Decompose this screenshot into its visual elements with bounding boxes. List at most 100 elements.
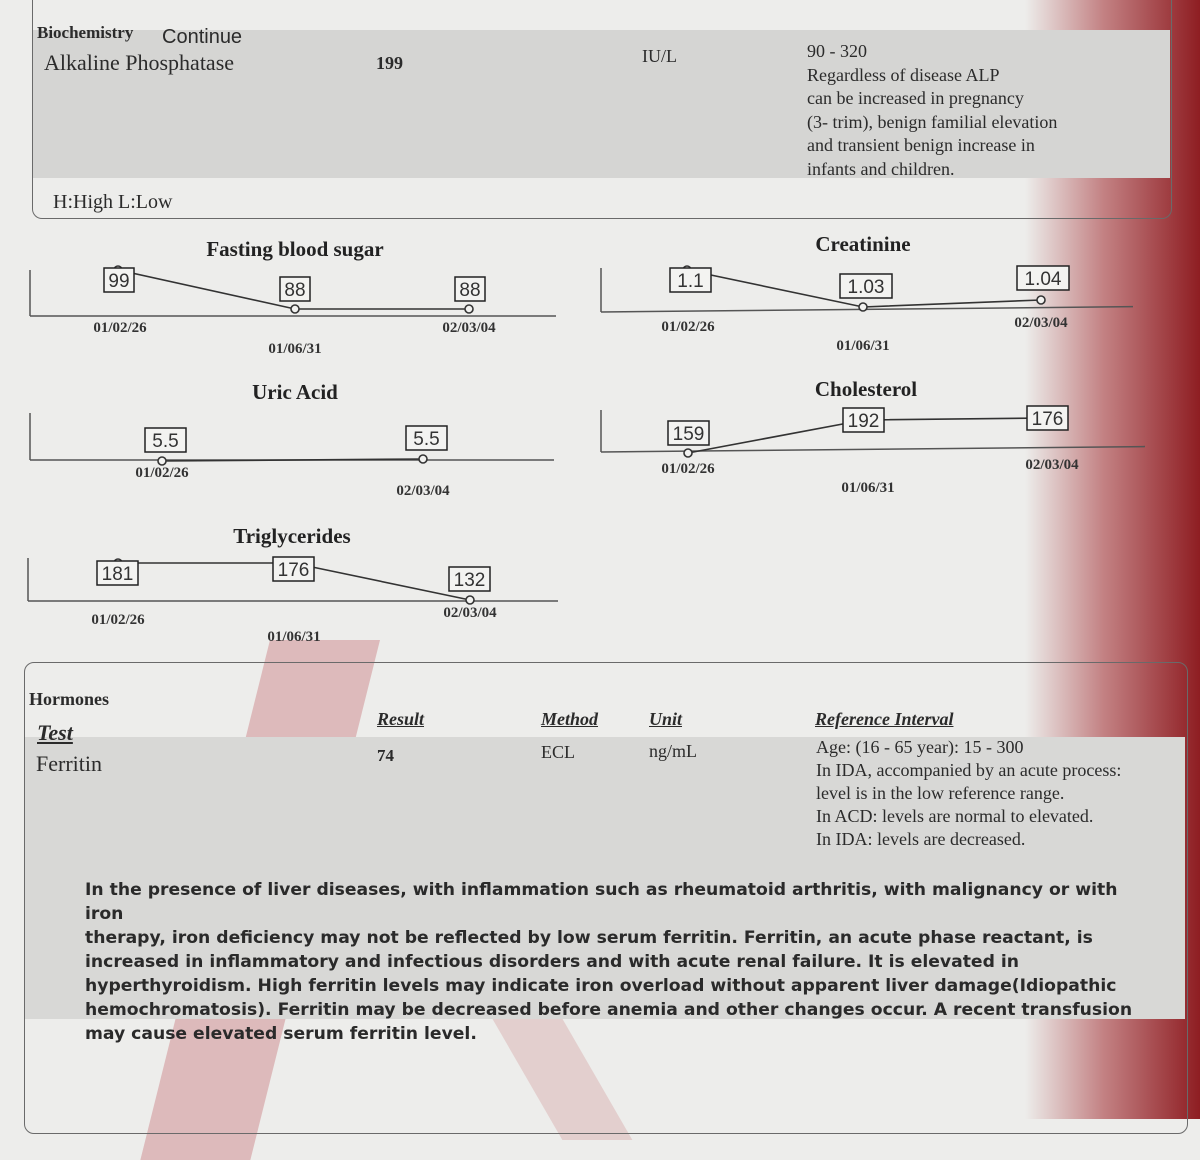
test-name-ferritin: Ferritin [36,751,102,776]
date-label: 02/03/04 [1025,457,1079,473]
value-box: 1.04 [1016,265,1070,291]
value-box: 192 [842,407,885,433]
value-box: 1.03 [839,273,893,299]
hormone-row-background [25,737,1185,1019]
data-value-label: 181 [102,564,134,585]
unit-ferritin: ng/mL [649,741,697,761]
data-value-label: 88 [459,280,480,301]
chart-title: Cholesterol [815,377,917,401]
data-point [418,454,428,464]
chart-title: Uric Acid [252,380,338,404]
note-line: may cause elevated serum ferritin level. [85,1024,477,1044]
value-box-frame [448,566,491,592]
reference-line: level is in the low reference range. [816,783,1065,803]
reference-line: In ACD: levels are normal to elevated. [816,806,1094,826]
data-value-label: 1.1 [677,271,703,292]
value-box-frame [272,556,315,582]
value-box: 176 [272,556,315,582]
flag-legend: H:High L:Low [53,191,173,213]
data-value-label: 1.04 [1025,269,1062,290]
reference-interval-ferritin: Age: (16 - 65 year): 15 - 300 In IDA, ac… [816,736,1121,851]
value-box-frame [405,425,448,451]
note-line: hyperthyroidism. High ferritin levels ma… [85,976,1117,996]
chart-title: Fasting blood sugar [206,237,383,261]
date-label: 02/03/04 [1014,315,1068,331]
date-label: 02/03/04 [443,605,497,621]
data-value-label: 176 [1032,409,1064,430]
date-label: 01/06/31 [836,338,889,354]
value-box: 132 [448,566,491,592]
reference-line: and transient benign increase in [807,135,1035,155]
note-line: therapy, iron deficiency may not be refl… [85,928,1093,948]
value-box-frame [103,267,135,293]
section-title-hormones: Hormones [29,689,109,709]
data-point [858,302,868,312]
value-box: 5.5 [405,425,448,451]
section-title-biochemistry: Biochemistry [37,23,134,42]
data-value-label: 99 [108,271,129,292]
chart-fasting-blood-sugar: Fasting blood sugar 99 01/02/26 88 01/06/31 8… [29,237,556,357]
test-name-alp: Alkaline Phosphatase [44,50,235,75]
data-value-label: 159 [673,424,705,445]
chart-x-axis [600,445,1146,453]
result-row-background [33,30,1170,178]
note-line: In the presence of liver diseases, with … [85,880,1118,924]
data-point [290,304,300,314]
data-value-label: 88 [284,280,305,301]
reference-line: can be increased in pregnancy [807,88,1024,108]
value-box-frame [669,267,712,293]
data-value-label: 132 [454,570,486,591]
value-box-frame [667,420,710,446]
value-box: 176 [1026,405,1069,431]
chart-title: Creatinine [815,232,910,256]
date-label: 01/06/31 [268,341,321,357]
result-value-alp: 199 [376,53,403,73]
value-box: 88 [454,276,486,302]
note-line: increased in inflammatory and infectious… [85,952,1019,972]
date-label: 01/02/26 [93,320,147,336]
data-point [683,448,693,458]
reference-line: infants and children. [807,158,955,179]
unit-alp: IU/L [642,46,677,66]
date-label: 01/02/26 [661,319,715,335]
date-label: 01/02/26 [135,465,189,481]
value-box-frame [454,276,486,302]
method-ferritin: ECL [541,742,575,762]
data-value-label: 5.5 [413,429,439,450]
chart-creatinine: Creatinine 1.1 01/02/26 1.03 01/06/31 1.04 02/… [600,232,1134,354]
date-label: 01/06/31 [267,629,320,645]
date-label: 01/06/31 [841,480,894,496]
data-value-label: 192 [848,411,880,432]
note-line: hemochromatosis). Ferritin may be decrea… [85,1000,1133,1020]
chart-cholesterol: Cholesterol 159 01/02/26 192 01/06/31 176 02/0… [600,377,1146,496]
column-header-test: Test [37,720,73,745]
value-box-frame [279,276,311,302]
value-box-frame [839,273,893,299]
data-point [465,595,475,605]
data-value-label: 5.5 [152,431,178,452]
trend-line [161,458,424,462]
data-point [1036,295,1046,305]
value-box: 181 [96,560,139,586]
column-header-method: Method [541,709,599,729]
data-point [157,456,167,466]
continue-label: Continue [162,26,243,48]
value-box: 5.5 [144,427,187,453]
value-box-frame [96,560,139,586]
biochemistry-panel [32,0,1172,219]
trend-charts: Fasting blood sugar 99 01/02/26 88 01/06/31 8… [27,232,1146,645]
data-point [464,304,474,314]
value-box: 88 [279,276,311,302]
date-label: 01/02/26 [661,461,715,477]
result-value-ferritin: 74 [377,746,394,765]
data-value-label: 1.03 [848,277,885,298]
reference-line: In IDA: levels are decreased. [816,829,1026,849]
value-box: 159 [667,420,710,446]
value-box-frame [144,427,187,453]
value-box: 1.1 [669,267,712,293]
column-header-unit: Unit [649,709,683,729]
value-box-frame [1016,265,1070,291]
reference-line: 90 - 320 [807,41,867,61]
reference-line: (3- trim), benign familial elevation [807,111,1058,132]
value-box: 99 [103,267,135,293]
